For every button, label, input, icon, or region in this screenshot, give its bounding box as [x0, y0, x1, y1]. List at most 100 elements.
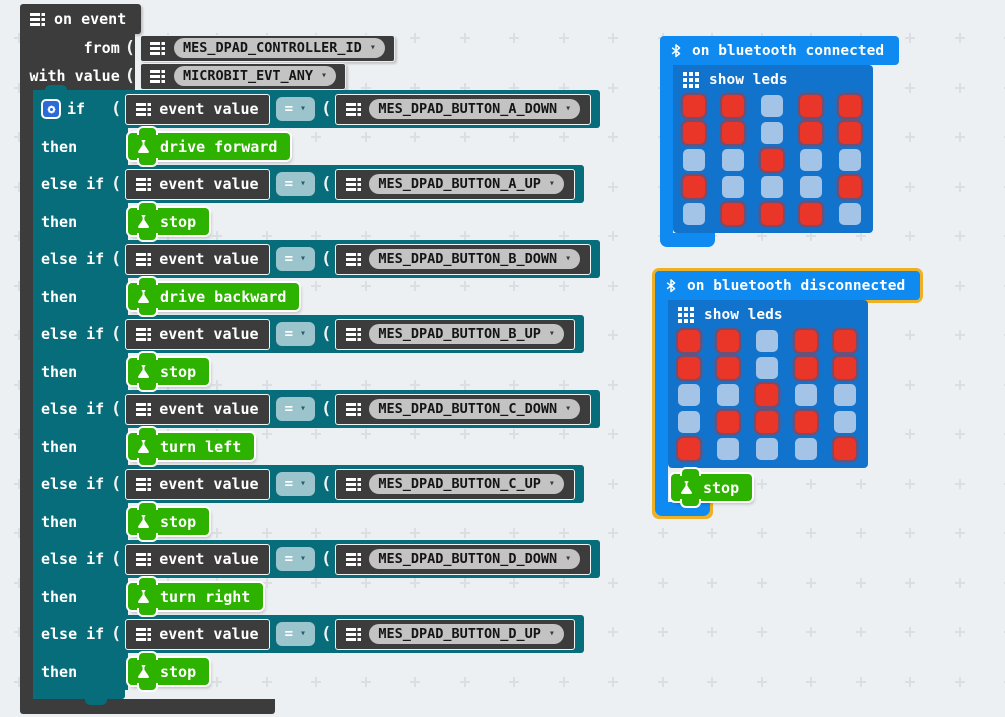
- event-constant-dropdown[interactable]: MES_DPAD_BUTTON_B_DOWN: [369, 249, 581, 269]
- led-cell[interactable]: [722, 149, 744, 171]
- led-cell[interactable]: [678, 330, 700, 352]
- led-cell[interactable]: [678, 357, 700, 379]
- led-cell[interactable]: [795, 330, 817, 352]
- action-block[interactable]: stop: [128, 201, 210, 242]
- led-cell[interactable]: [795, 411, 817, 433]
- on-bluetooth-disconnected-block[interactable]: on bluetooth disconnected show leds: [655, 271, 921, 516]
- bluetooth-connected-header[interactable]: on bluetooth connected: [660, 36, 900, 65]
- event-value-block[interactable]: event value: [125, 618, 270, 650]
- led-cell[interactable]: [800, 95, 822, 117]
- operator-dropdown[interactable]: =: [275, 472, 316, 496]
- event-value-dropdown[interactable]: MICROBIT_EVT_ANY: [174, 66, 337, 86]
- event-constant-block[interactable]: MES_DPAD_BUTTON_C_DOWN: [335, 393, 592, 425]
- action-block[interactable]: drive backward: [128, 276, 300, 317]
- led-cell[interactable]: [800, 176, 822, 198]
- led-cell[interactable]: [717, 330, 739, 352]
- operator-dropdown[interactable]: =: [275, 97, 316, 121]
- led-cell[interactable]: [795, 438, 817, 460]
- led-cell[interactable]: [722, 122, 744, 144]
- action-block[interactable]: stop: [128, 501, 210, 542]
- led-cell[interactable]: [683, 203, 705, 225]
- event-value-block[interactable]: event value: [125, 393, 270, 425]
- event-value-block[interactable]: event value: [125, 318, 270, 350]
- operator-dropdown[interactable]: =: [275, 172, 316, 196]
- led-cell[interactable]: [834, 438, 856, 460]
- led-cell[interactable]: [761, 149, 783, 171]
- event-source-block[interactable]: MES_DPAD_CONTROLLER_ID: [140, 34, 395, 62]
- led-cell[interactable]: [717, 384, 739, 406]
- led-cell[interactable]: [756, 384, 778, 406]
- led-cell[interactable]: [839, 149, 861, 171]
- led-cell[interactable]: [839, 176, 861, 198]
- operator-dropdown[interactable]: =: [275, 247, 316, 271]
- event-constant-dropdown[interactable]: MES_DPAD_BUTTON_C_DOWN: [369, 399, 581, 419]
- event-constant-dropdown[interactable]: MES_DPAD_BUTTON_C_UP: [369, 474, 564, 494]
- led-cell[interactable]: [683, 95, 705, 117]
- event-constant-dropdown[interactable]: MES_DPAD_BUTTON_D_UP: [369, 624, 564, 644]
- event-constant-dropdown[interactable]: MES_DPAD_BUTTON_B_UP: [369, 324, 564, 344]
- led-cell[interactable]: [795, 357, 817, 379]
- action-block[interactable]: stop: [128, 351, 210, 392]
- action-block[interactable]: stop: [128, 651, 210, 692]
- gear-icon[interactable]: [41, 99, 61, 119]
- led-cell[interactable]: [761, 176, 783, 198]
- led-cell[interactable]: [839, 203, 861, 225]
- action-block[interactable]: turn left: [128, 426, 255, 467]
- led-cell[interactable]: [678, 411, 700, 433]
- event-value-block[interactable]: event value: [125, 243, 270, 275]
- led-cell[interactable]: [800, 149, 822, 171]
- led-cell[interactable]: [795, 384, 817, 406]
- operator-dropdown[interactable]: =: [275, 547, 316, 571]
- event-constant-block[interactable]: MES_DPAD_BUTTON_A_UP: [335, 168, 575, 200]
- operator-dropdown[interactable]: =: [275, 622, 316, 646]
- led-cell[interactable]: [800, 203, 822, 225]
- led-cell[interactable]: [761, 203, 783, 225]
- led-cell[interactable]: [683, 176, 705, 198]
- action-block[interactable]: drive forward: [128, 126, 291, 167]
- led-cell[interactable]: [717, 438, 739, 460]
- led-cell[interactable]: [683, 149, 705, 171]
- event-source-dropdown[interactable]: MES_DPAD_CONTROLLER_ID: [174, 38, 385, 58]
- led-cell[interactable]: [834, 357, 856, 379]
- show-leds-block[interactable]: show leds: [673, 65, 873, 233]
- on-bluetooth-connected-block[interactable]: on bluetooth connected show leds: [660, 36, 900, 247]
- if-else-block[interactable]: ifevent value=MES_DPAD_BUTTON_A_DOWNthen…: [33, 85, 601, 705]
- on-event-header[interactable]: on event: [20, 4, 142, 34]
- operator-dropdown[interactable]: =: [275, 397, 316, 421]
- led-cell[interactable]: [756, 330, 778, 352]
- led-cell[interactable]: [834, 384, 856, 406]
- led-cell[interactable]: [834, 330, 856, 352]
- led-cell[interactable]: [834, 411, 856, 433]
- event-constant-block[interactable]: MES_DPAD_BUTTON_A_DOWN: [335, 93, 592, 125]
- stop-action-block[interactable]: stop: [671, 467, 753, 508]
- led-cell[interactable]: [722, 95, 744, 117]
- led-cell[interactable]: [800, 122, 822, 144]
- event-constant-block[interactable]: MES_DPAD_BUTTON_B_DOWN: [335, 243, 592, 275]
- event-value-source-block[interactable]: MICROBIT_EVT_ANY: [140, 62, 347, 90]
- led-cell[interactable]: [683, 122, 705, 144]
- operator-dropdown[interactable]: =: [275, 322, 316, 346]
- event-value-block[interactable]: event value: [125, 93, 270, 125]
- event-constant-block[interactable]: MES_DPAD_BUTTON_D_DOWN: [335, 543, 592, 575]
- event-constant-dropdown[interactable]: MES_DPAD_BUTTON_A_DOWN: [369, 99, 581, 119]
- event-constant-block[interactable]: MES_DPAD_BUTTON_C_UP: [335, 468, 575, 500]
- event-constant-block[interactable]: MES_DPAD_BUTTON_D_UP: [335, 618, 575, 650]
- led-cell[interactable]: [761, 122, 783, 144]
- event-value-block[interactable]: event value: [125, 543, 270, 575]
- led-cell[interactable]: [756, 411, 778, 433]
- on-event-block[interactable]: on event from MES_DPAD_CONTROLLER_ID wit…: [20, 4, 601, 714]
- led-cell[interactable]: [839, 95, 861, 117]
- led-cell[interactable]: [678, 438, 700, 460]
- led-cell[interactable]: [722, 176, 744, 198]
- led-cell[interactable]: [761, 95, 783, 117]
- led-cell[interactable]: [756, 438, 778, 460]
- led-cell[interactable]: [722, 203, 744, 225]
- led-cell[interactable]: [756, 357, 778, 379]
- event-value-block[interactable]: event value: [125, 468, 270, 500]
- action-block[interactable]: turn right: [128, 576, 264, 617]
- event-constant-block[interactable]: MES_DPAD_BUTTON_B_UP: [335, 318, 575, 350]
- event-constant-dropdown[interactable]: MES_DPAD_BUTTON_A_UP: [369, 174, 564, 194]
- led-cell[interactable]: [717, 357, 739, 379]
- bluetooth-disconnected-header[interactable]: on bluetooth disconnected: [655, 271, 921, 300]
